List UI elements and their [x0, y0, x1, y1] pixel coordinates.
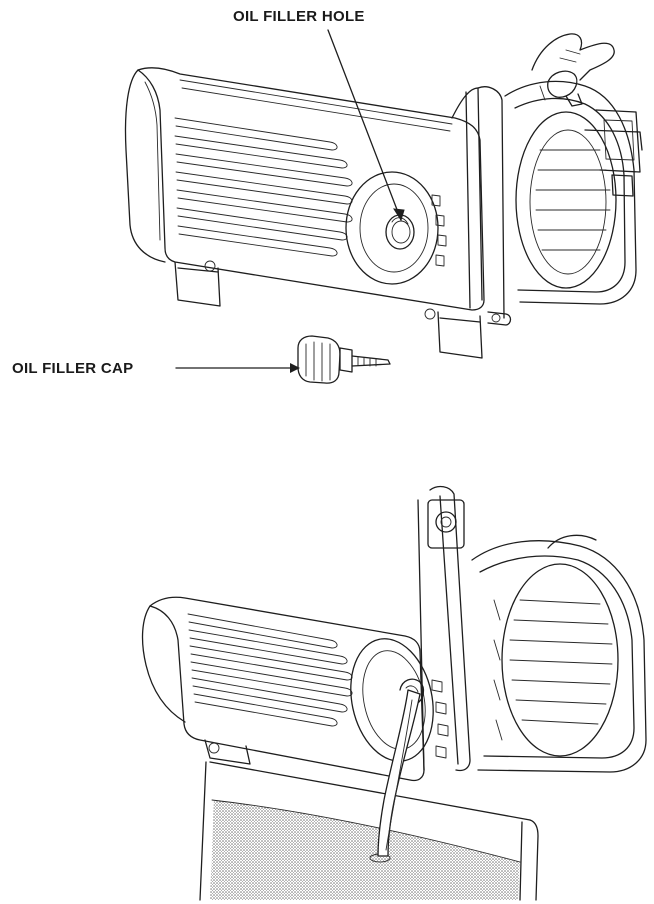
oil-filler-cap-label: OIL FILLER CAP: [12, 360, 134, 377]
oil-stream: [377, 689, 421, 857]
leader-filler-cap: [175, 363, 300, 373]
oil-filler-hole: [345, 171, 439, 285]
cooling-fins-top: [174, 117, 353, 257]
engine-tilted-view: [141, 485, 647, 782]
oil-filler-hole-label: OIL FILLER HOLE: [233, 8, 365, 25]
engine-top-view: [124, 33, 643, 359]
oil-filler-hole-tilted: [350, 638, 434, 762]
starter-grip: [531, 33, 615, 107]
recoil-starter-tilted: [471, 534, 647, 773]
drain-container: [199, 761, 539, 901]
drained-oil: [210, 800, 520, 900]
leader-filler-hole: [327, 29, 405, 222]
cooling-fins-bottom: [187, 613, 353, 727]
recoil-starter: [504, 80, 643, 305]
oil-filler-cap: [297, 335, 391, 384]
